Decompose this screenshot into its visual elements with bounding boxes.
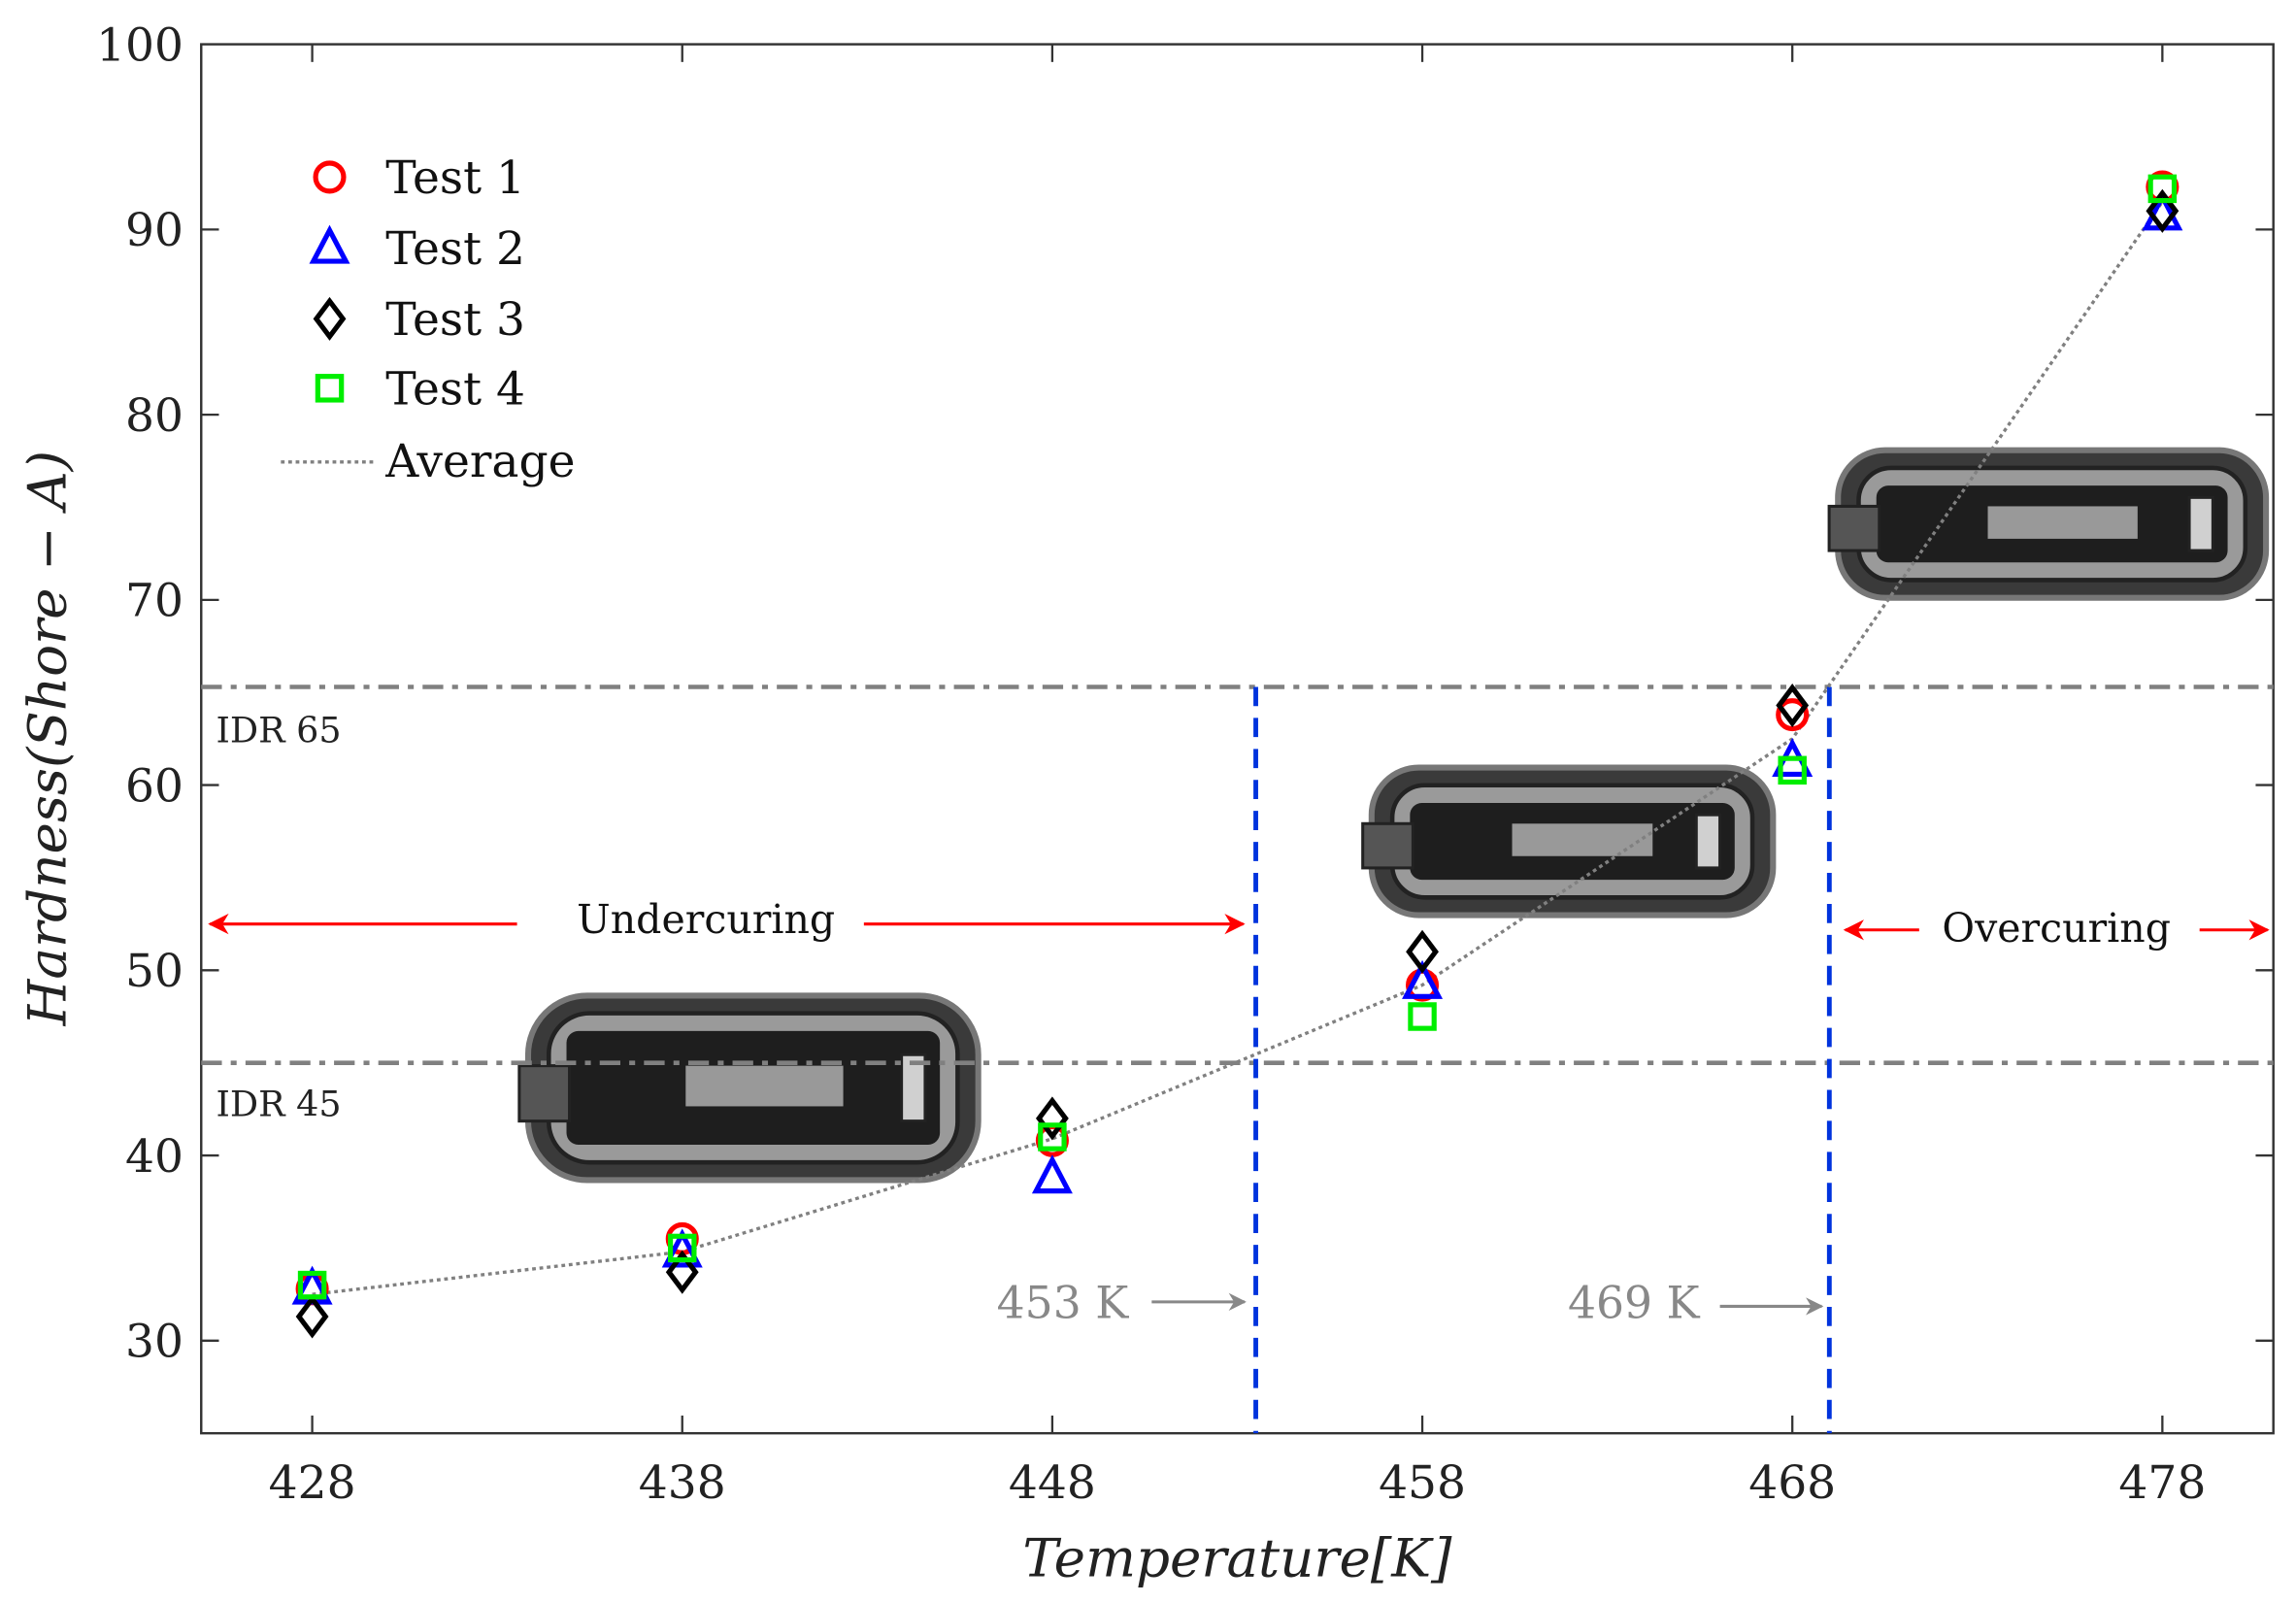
k469-annotation: 469 K [1568, 1278, 1824, 1329]
diamond-marker [295, 1294, 329, 1339]
x-tick-label: 478 [2118, 1456, 2206, 1510]
k453-label: 453 K [997, 1278, 1130, 1329]
y-tick-label: 100 [96, 18, 183, 72]
diamond-marker [2146, 188, 2180, 233]
x-axis-ticks: 428 438 448 458 468 478 [269, 44, 2206, 1510]
undercuring-label: Undercuring [577, 896, 835, 943]
y-tick-label: 80 [125, 389, 183, 443]
x-tick-label: 448 [1009, 1456, 1096, 1510]
y-tick-label: 60 [125, 759, 183, 813]
y-tick-label: 40 [125, 1130, 183, 1184]
overcuring-annotation: Overcuring [1843, 905, 2270, 952]
y-tick-label: 90 [125, 204, 183, 257]
diamond-marker [665, 1250, 699, 1294]
legend-diamond-icon [313, 296, 347, 341]
legend-item: Test 4 [315, 363, 525, 417]
idr65-label: IDR 65 [216, 710, 341, 751]
undercuring-annotation: Undercuring [208, 896, 1246, 943]
triangle-marker [661, 1228, 703, 1268]
triangle-marker [1402, 959, 1444, 999]
inset-photos [517, 447, 2270, 1184]
circle-marker [1776, 698, 1810, 732]
legend-triangle-icon [309, 224, 350, 264]
legend-item: Average [281, 435, 576, 488]
square-marker [668, 1233, 697, 1263]
square-marker [1038, 1122, 1067, 1152]
legend-item: Test 1 [313, 151, 525, 205]
overcuring-label: Overcuring [1942, 905, 2171, 952]
diamond-marker [1035, 1096, 1069, 1141]
idr45-label: IDR 45 [216, 1083, 341, 1124]
average-line [312, 200, 2164, 1296]
legend-item: Test 3 [313, 293, 525, 347]
legend-label: Test 1 [385, 151, 525, 205]
legend-label: Test 3 [385, 293, 525, 347]
k469-label: 469 K [1568, 1278, 1701, 1329]
rubber-part-photo [1827, 447, 2270, 601]
diamond-marker [1776, 684, 1810, 728]
square-marker [1408, 1002, 1437, 1031]
plot-frame [200, 43, 2275, 1435]
square-marker [1778, 755, 1807, 785]
x-tick-label: 438 [639, 1456, 726, 1510]
square-marker [2147, 174, 2178, 204]
square-marker [297, 1270, 327, 1300]
diamond-marker [1406, 929, 1439, 974]
x-tick-label: 458 [1379, 1456, 1466, 1510]
y-tick-label: 50 [125, 945, 183, 998]
x-tick-label: 468 [1748, 1456, 1836, 1510]
x-axis-label: Temperature[K] [1022, 1527, 1452, 1589]
x-tick-label: 428 [269, 1456, 356, 1510]
y-tick-label: 70 [125, 575, 183, 628]
legend-label: Test 4 [385, 363, 525, 417]
legend-square-icon [315, 374, 345, 403]
data-points [291, 170, 2183, 1339]
y-axis-ticks: 30 40 50 60 70 80 90 100 [96, 18, 2274, 1369]
rubber-part-photo [1361, 764, 1777, 918]
y-tick-label: 30 [125, 1316, 183, 1369]
legend: Test 1 Test 2 Test 3 Test 4 Average [281, 151, 576, 488]
legend-item: Test 2 [309, 222, 525, 276]
y-axis-label: Hardness(Shore − A) [16, 451, 78, 1026]
triangle-marker [1031, 1154, 1073, 1194]
legend-label: Test 2 [385, 222, 525, 276]
legend-label: Average [384, 435, 575, 488]
k453-annotation: 453 K [997, 1278, 1247, 1329]
rubber-part-photo [517, 992, 982, 1184]
legend-circle-icon [313, 160, 347, 194]
